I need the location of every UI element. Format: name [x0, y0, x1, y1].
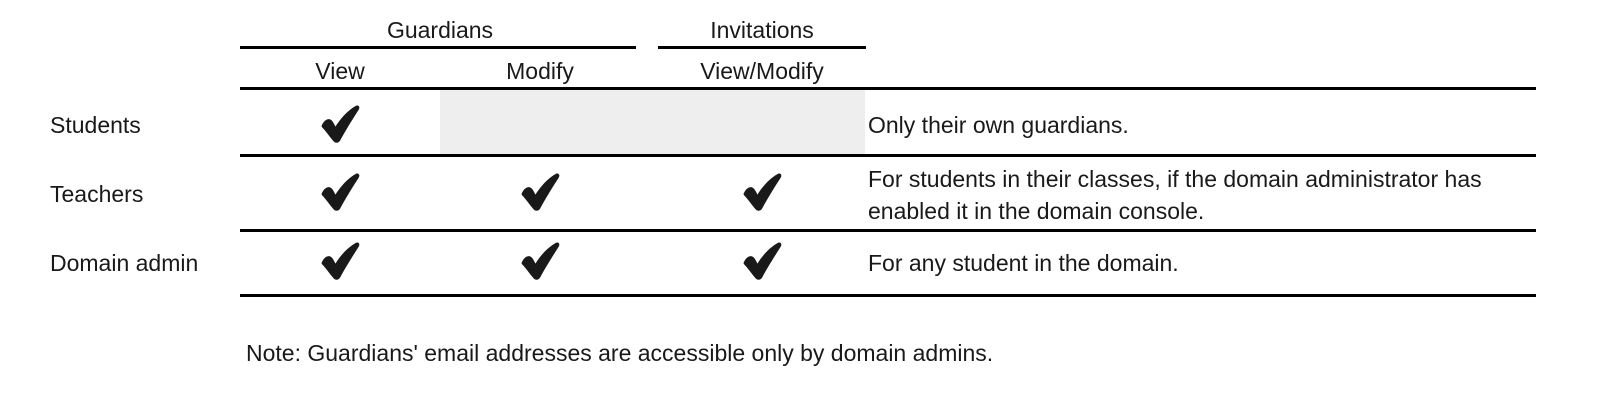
row-label-domain-admin: Domain admin — [50, 250, 199, 276]
check-mark-icon — [519, 242, 561, 280]
column-header-view: View — [315, 58, 365, 84]
table-bottom-rule — [240, 294, 1536, 297]
check-mark-icon — [319, 242, 361, 280]
column-header-modify: Modify — [506, 58, 574, 84]
row-label-teachers: Teachers — [50, 181, 144, 207]
row-description-students: Only their own guardians. — [868, 112, 1129, 138]
check-mark-icon — [319, 105, 361, 143]
group-header-guardians: Guardians — [386, 17, 494, 43]
row-description-domain-admin: For any student in the domain. — [868, 250, 1179, 276]
table-note: Note: Guardians' email addresses are acc… — [246, 340, 994, 366]
cell-students-modify-not-applicable — [440, 90, 865, 154]
group-rule-invitations — [658, 46, 866, 49]
group-header-invitations: Invitations — [710, 17, 814, 43]
row-label-students: Students — [50, 112, 141, 138]
check-mark-icon — [741, 173, 783, 211]
header-bottom-rule — [240, 87, 1536, 90]
row-rule-students — [240, 154, 1536, 157]
row-description-teachers: For students in their classes, if the do… — [868, 166, 1482, 224]
column-header-view-modify: View/Modify — [700, 58, 824, 84]
check-mark-icon — [519, 173, 561, 211]
check-mark-icon — [319, 173, 361, 211]
group-rule-guardians — [240, 46, 636, 49]
check-mark-icon — [741, 242, 783, 280]
row-rule-teachers — [240, 229, 1536, 232]
